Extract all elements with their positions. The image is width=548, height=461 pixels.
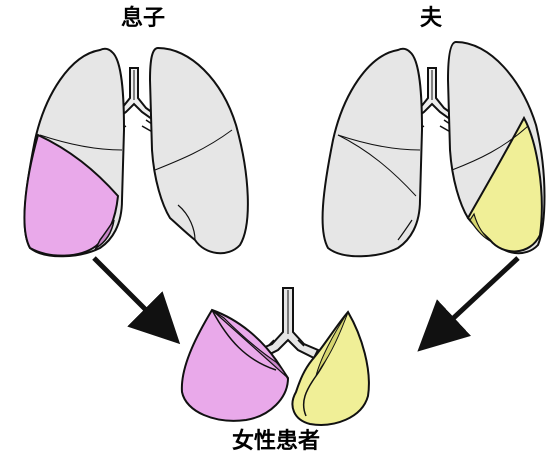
recipient-lungs [182,288,369,425]
son-donor-lungs [24,48,247,256]
arrow-husband-to-recipient [432,258,518,338]
arrow-son-to-recipient [94,258,166,330]
recipient-son-lobe [182,310,288,421]
label-donor-son: 息子 [121,8,165,30]
husband-donor-lungs [323,42,545,256]
husband-right-lung [323,49,422,257]
label-recipient: 女性患者 [232,431,320,453]
label-donor-husband: 夫 [420,8,442,30]
